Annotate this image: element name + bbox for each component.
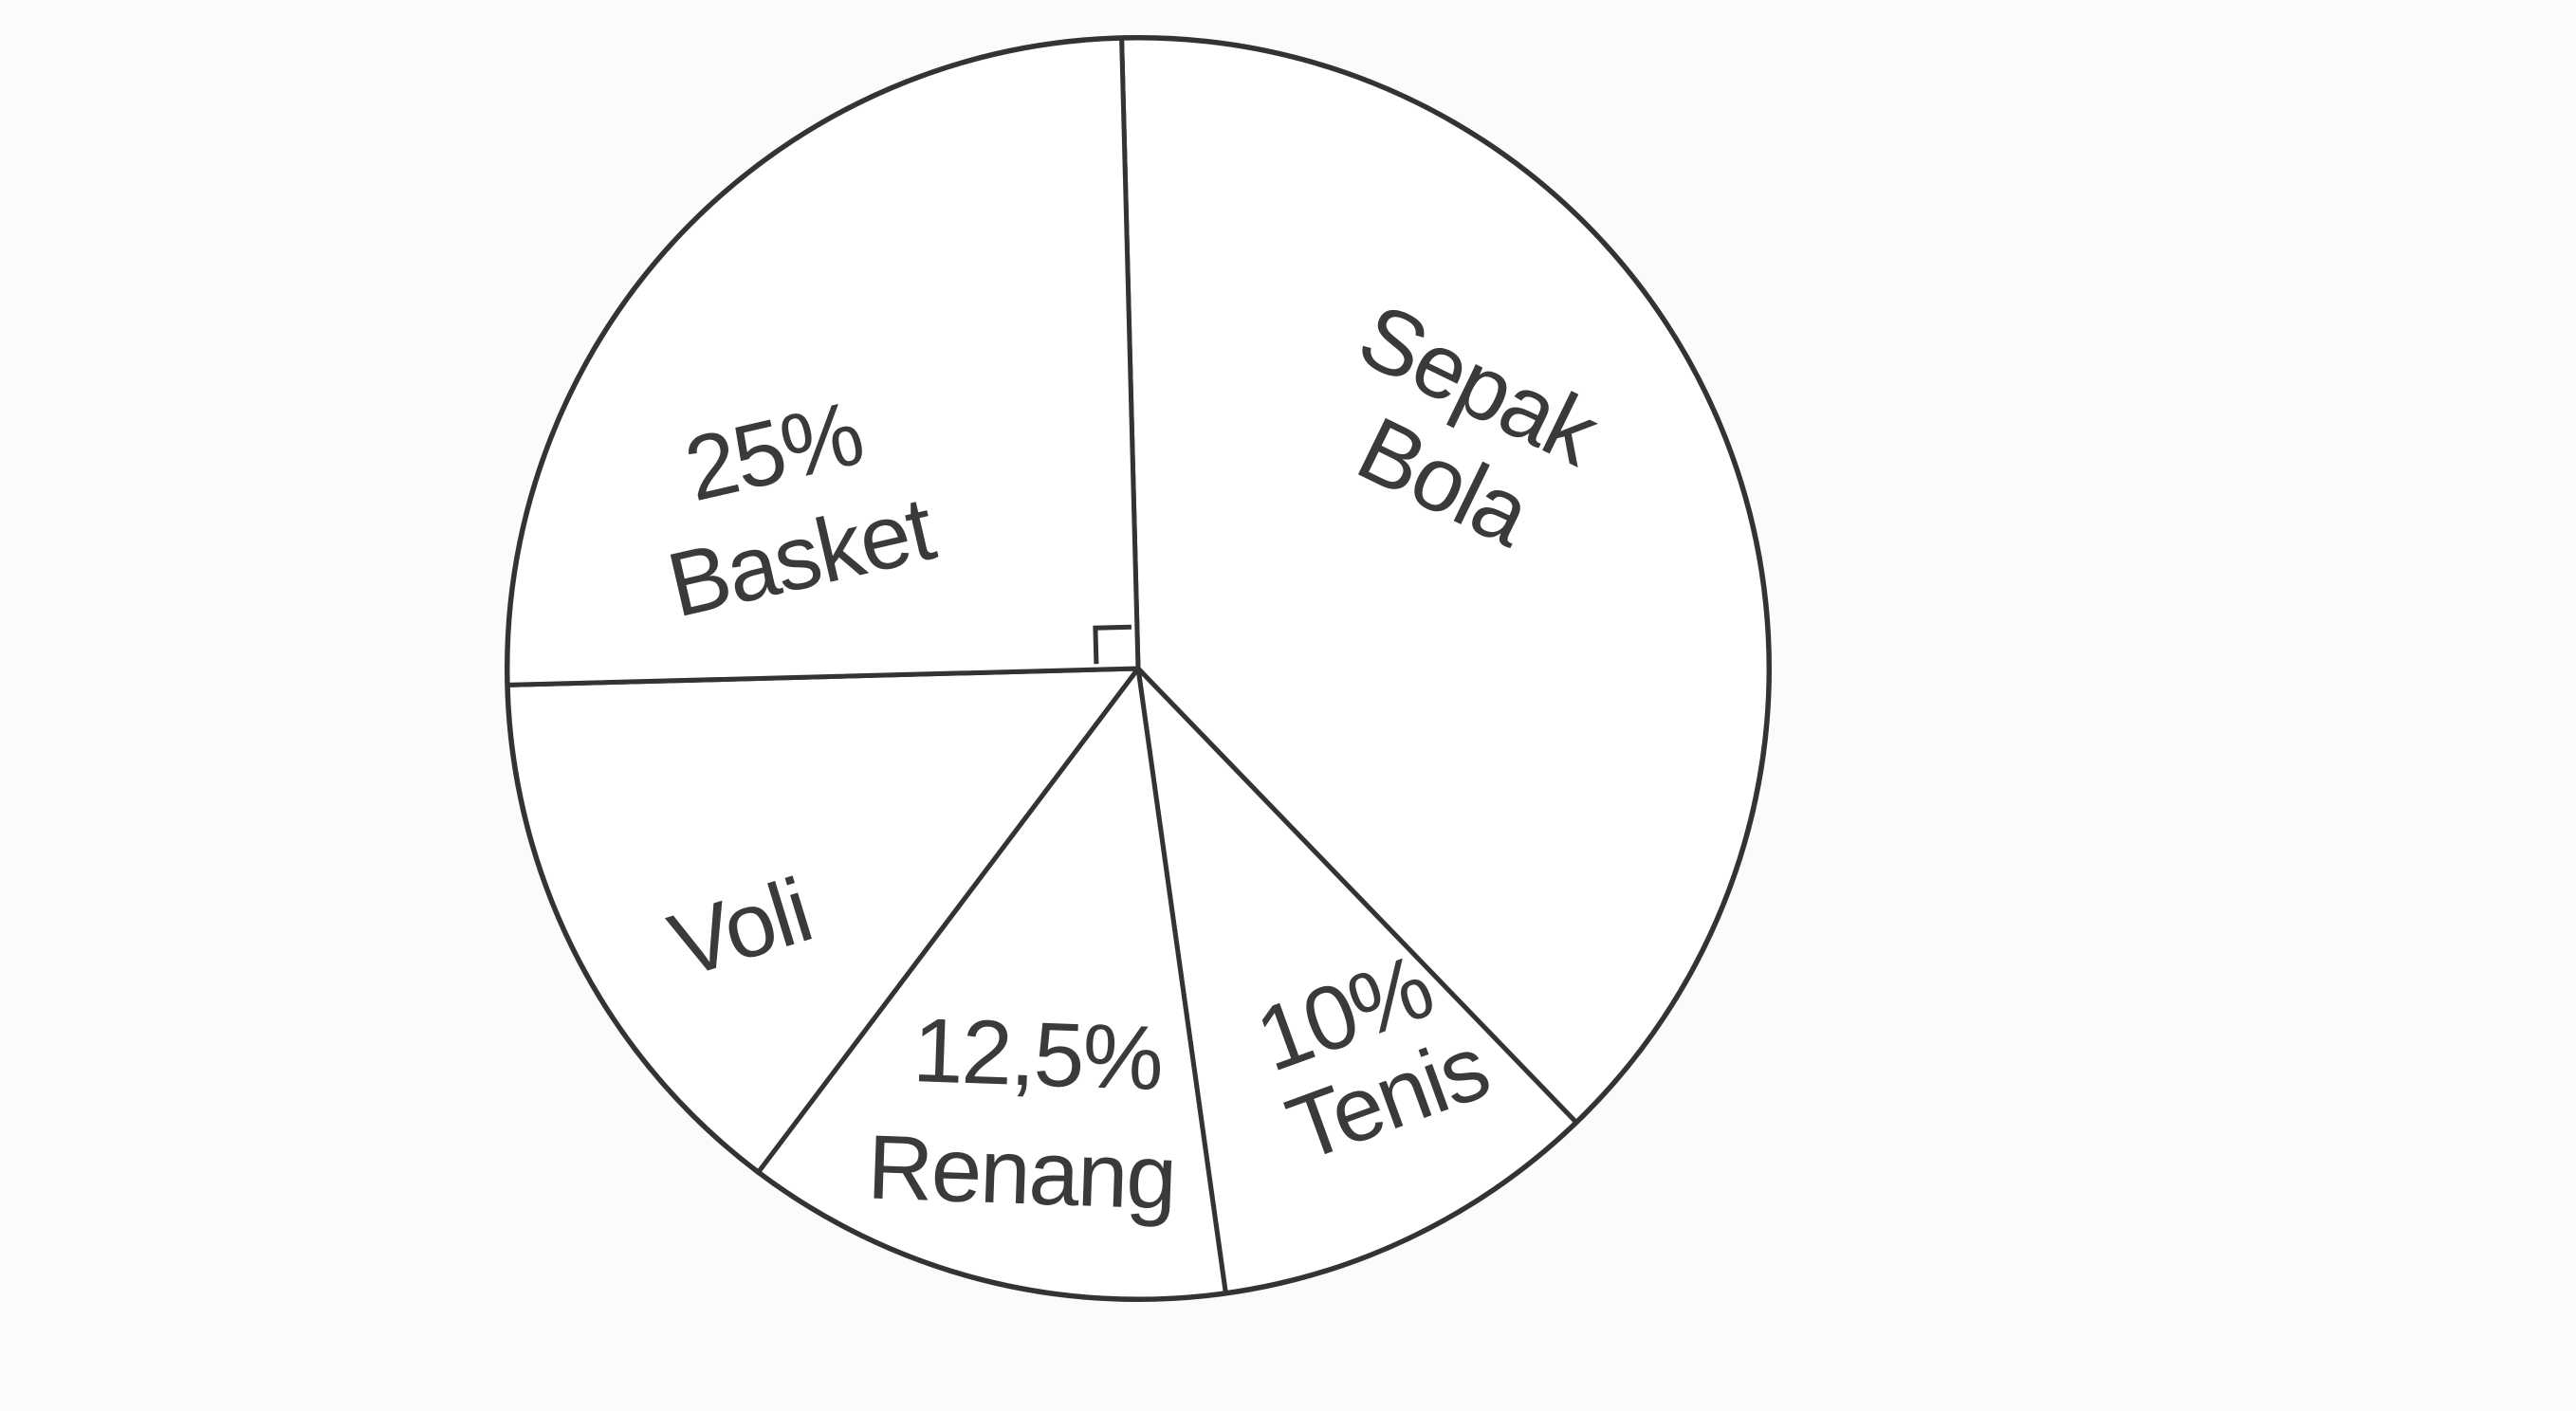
pie-slice-basket [505,35,1141,687]
pie-slice-voli [505,666,1141,1175]
right-angle-marker [1093,624,1132,665]
pie-slices [505,35,1772,1302]
pie-slice-renang [756,666,1228,1302]
pie-slice-sepak-bola [1119,35,1772,1125]
slice-label-renang: 12,5% Renang [866,999,1187,1229]
pie-slice-tenis [1135,666,1579,1296]
